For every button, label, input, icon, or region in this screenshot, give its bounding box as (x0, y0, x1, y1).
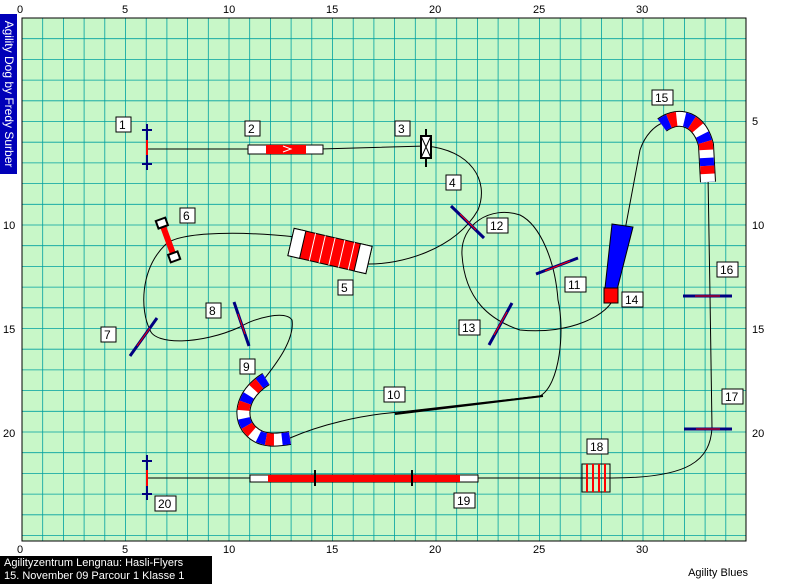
label-14: 14 (621, 291, 644, 308)
obstacle-9-tunnel (236, 373, 292, 447)
svg-text:18: 18 (590, 440, 604, 454)
axis-top-0: 0 (17, 4, 23, 16)
axis-left-20: 20 (3, 428, 15, 440)
footer-brand: Agility Blues (688, 567, 748, 579)
info-line-2: 15. November 09 Parcour 1 Klasse 1 (4, 570, 185, 582)
label-19: 19 (453, 492, 476, 509)
svg-text:10: 10 (387, 388, 401, 402)
obstacle-20-jump (142, 455, 152, 500)
axis-top-5: 5 (122, 4, 128, 16)
axis-bottom-25: 25 (533, 544, 545, 556)
svg-text:6: 6 (183, 209, 190, 223)
label-2: 2 (244, 120, 261, 137)
label-16: 16 (716, 261, 739, 278)
obstacle-4-jump (449, 204, 486, 240)
svg-text:15: 15 (655, 91, 669, 105)
axis-top-20: 20 (429, 4, 441, 16)
svg-text:14: 14 (625, 293, 639, 307)
obstacle-19-dogwalk (249, 470, 479, 486)
svg-text:3: 3 (398, 122, 405, 136)
obstacle-1-jump (142, 124, 152, 170)
axis-left-10: 10 (3, 220, 15, 232)
obstacle-3-tire (420, 129, 432, 167)
obstacle-10-weave (394, 395, 544, 415)
grid (22, 18, 746, 541)
axis-bottom-15: 15 (326, 544, 338, 556)
svg-text:16: 16 (720, 263, 734, 277)
label-9: 9 (239, 358, 256, 375)
axis-bottom-5: 5 (122, 544, 128, 556)
label-17: 17 (721, 388, 744, 405)
svg-text:1: 1 (119, 118, 126, 132)
svg-text:19: 19 (457, 494, 471, 508)
side-banner-text: Agility Dog by Fredy Surber (1, 20, 16, 168)
obstacle-11-jump (535, 256, 579, 276)
axis-top-30: 30 (636, 4, 648, 16)
svg-text:4: 4 (449, 176, 456, 190)
svg-text:2: 2 (248, 122, 255, 136)
axis-bottom-10: 10 (223, 544, 235, 556)
info-line-1: Agilityzentrum Lengnau: Hasli-Flyers (4, 557, 184, 569)
field-background (22, 18, 746, 541)
axis-left-15: 15 (3, 324, 15, 336)
label-3: 3 (394, 120, 411, 137)
label-18: 18 (586, 438, 609, 455)
axis-top-15: 15 (326, 4, 338, 16)
axis-top-10: 10 (223, 4, 235, 16)
svg-text:13: 13 (462, 321, 476, 335)
svg-text:17: 17 (725, 390, 739, 404)
label-11: 11 (564, 276, 587, 293)
svg-text:5: 5 (341, 281, 348, 295)
obstacle-15-tunnel (657, 110, 716, 183)
label-7: 7 (100, 326, 117, 343)
label-8: 8 (205, 302, 222, 319)
svg-text:12: 12 (490, 219, 504, 233)
label-4: 4 (445, 174, 462, 191)
label-15: 15 (651, 89, 674, 106)
obstacle-5-tunnel (287, 227, 373, 275)
obstacle-8-jump (232, 301, 251, 347)
svg-text:11: 11 (568, 278, 581, 292)
axis-bottom-20: 20 (429, 544, 441, 556)
obstacle-14-chute (603, 223, 634, 304)
axis-right-20: 20 (752, 428, 764, 440)
label-20: 20 (154, 495, 177, 512)
label-6: 6 (179, 207, 196, 224)
axis-bottom-0: 0 (17, 544, 23, 556)
field-border (21, 17, 747, 542)
label-12: 12 (486, 217, 509, 234)
label-5: 5 (337, 279, 354, 296)
axis-top-25: 25 (533, 4, 545, 16)
side-banner: Agility Dog by Fredy Surber (0, 14, 17, 174)
axis-right-5: 5 (752, 116, 758, 128)
svg-text:7: 7 (104, 328, 111, 342)
label-1: 1 (115, 116, 132, 133)
info-box: Agilityzentrum Lengnau: Hasli-Flyers 15.… (0, 556, 212, 584)
label-13: 13 (458, 319, 481, 336)
svg-text:9: 9 (243, 360, 250, 374)
svg-text:8: 8 (209, 304, 216, 318)
obstacle-7-jump (128, 317, 159, 357)
obstacle-6-aframe (154, 216, 182, 264)
obstacle-13-jump (487, 302, 514, 346)
obstacle-18-longjump (581, 463, 611, 493)
axis-right-15: 15 (752, 324, 764, 336)
svg-text:20: 20 (158, 497, 172, 511)
label-10: 10 (383, 386, 406, 403)
obstacle-2-seesaw (247, 144, 324, 155)
axis-bottom-30: 30 (636, 544, 648, 556)
axis-right-10: 10 (752, 220, 764, 232)
